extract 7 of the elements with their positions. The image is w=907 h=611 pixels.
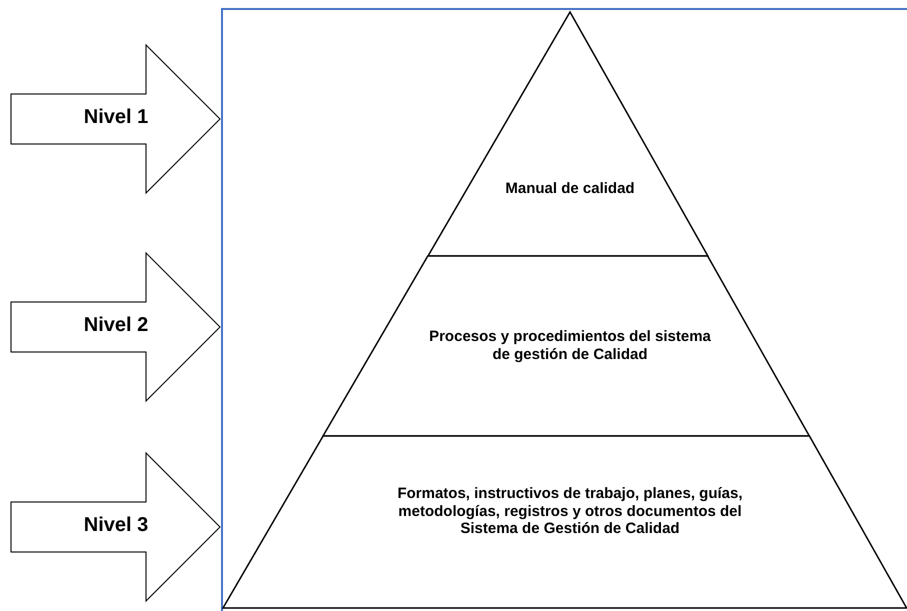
level-label: Nivel 2 [82, 314, 150, 338]
frame-box [221, 8, 907, 611]
level-label: Nivel 3 [82, 514, 150, 538]
tier-label: Procesos y procedimientos del sistema de gestión de Calidad [428, 328, 712, 364]
tier-label: Formatos, instructivos de trabajo, planes, guías, metodologías, registros y otros documentos del Sistema de Gestión de Calidad [396, 485, 744, 538]
level-label: Nivel 1 [82, 106, 150, 130]
tier-label: Manual de calidad [504, 180, 636, 198]
